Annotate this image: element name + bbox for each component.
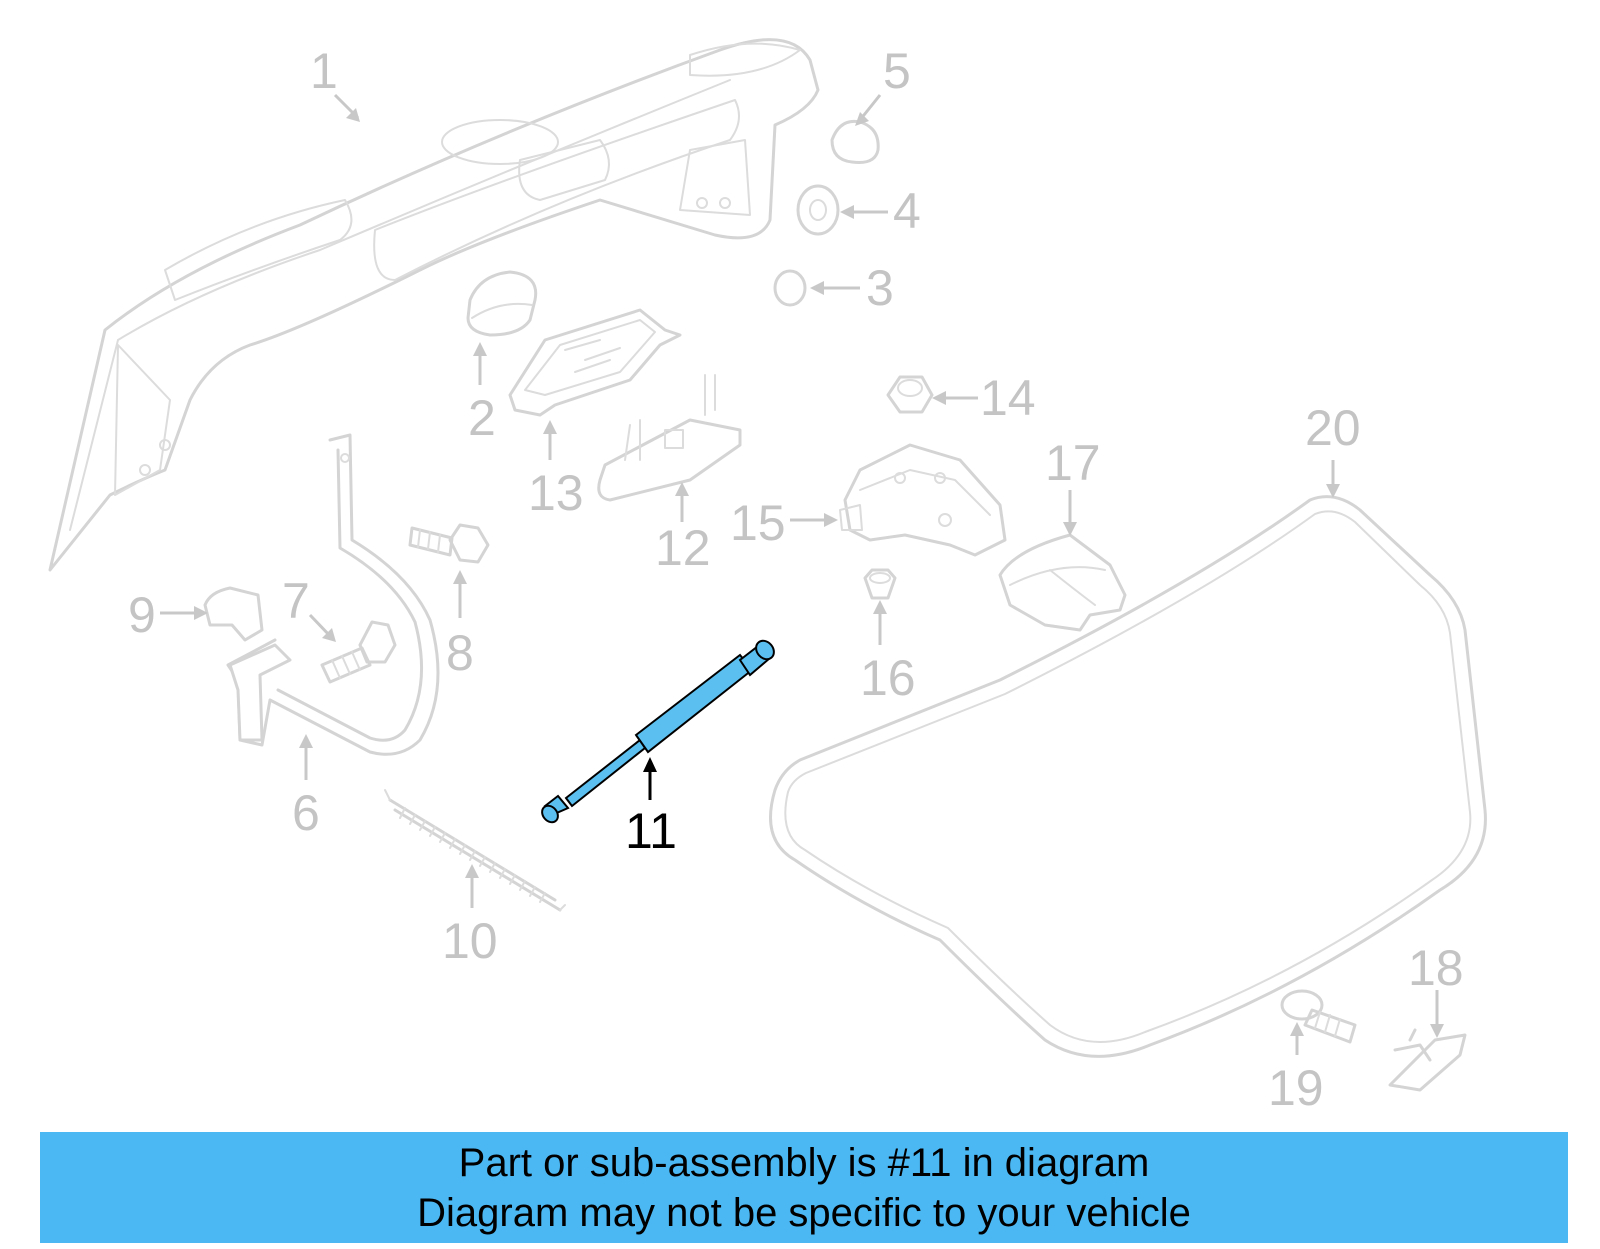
callout-18: 18 <box>1408 940 1464 996</box>
part-6-hinge <box>226 433 440 756</box>
part-12-switch <box>597 374 742 502</box>
callout-9: 9 <box>128 587 156 643</box>
part-10-spring <box>384 789 566 912</box>
banner-line-disclaimer: Diagram may not be specific to your vehi… <box>417 1190 1191 1235</box>
leader-arrows <box>160 93 1444 1055</box>
part-2-cap <box>466 270 538 337</box>
part-3-o-ring <box>773 269 807 307</box>
callout-15: 15 <box>730 495 786 551</box>
callout-16: 16 <box>860 650 916 706</box>
part-1-trunk-lid <box>48 38 820 572</box>
callout-19: 19 <box>1268 1060 1324 1116</box>
callout-13: 13 <box>528 465 584 521</box>
callout-2: 2 <box>468 390 496 446</box>
part-17-striker-cover <box>998 533 1127 632</box>
part-20-weatherstrip <box>769 495 1487 1058</box>
callout-8: 8 <box>446 625 474 681</box>
part-16-clip-nut <box>863 568 897 600</box>
callout-6: 6 <box>292 785 320 841</box>
callout-4: 4 <box>893 183 921 239</box>
callout-17: 17 <box>1045 435 1101 491</box>
part-15-lock-actuator <box>839 443 1007 557</box>
part-9-bumper <box>203 586 264 642</box>
part-14-nut <box>886 375 934 414</box>
part-5-button-cover <box>830 119 880 164</box>
callout-20: 20 <box>1305 400 1361 456</box>
part-7-bolt <box>320 620 397 684</box>
callout-14: 14 <box>980 370 1036 426</box>
callout-10: 10 <box>442 913 498 969</box>
part-8-bolt <box>408 523 490 564</box>
banner-line-part: Part or sub-assembly is #11 in diagram <box>458 1140 1150 1185</box>
part-4-grommet <box>796 184 840 236</box>
callout-1: 1 <box>310 43 338 99</box>
parts-diagram: 1 2 3 4 5 6 7 8 9 10 11 12 13 14 15 16 1… <box>48 38 1487 1116</box>
part-19-bolt <box>1280 989 1357 1044</box>
callout-12: 12 <box>655 520 711 576</box>
info-banner: Part or sub-assembly is #11 in diagram D… <box>40 1132 1568 1243</box>
callout-11: 11 <box>625 803 677 859</box>
callout-7: 7 <box>282 573 310 629</box>
part-18-clip <box>1388 1028 1467 1092</box>
part-13-lamp-housing <box>508 308 682 417</box>
leader-arrow-11 <box>643 757 657 800</box>
part-11-gas-strut <box>541 639 775 824</box>
callout-3: 3 <box>866 260 894 316</box>
callout-5: 5 <box>883 43 911 99</box>
